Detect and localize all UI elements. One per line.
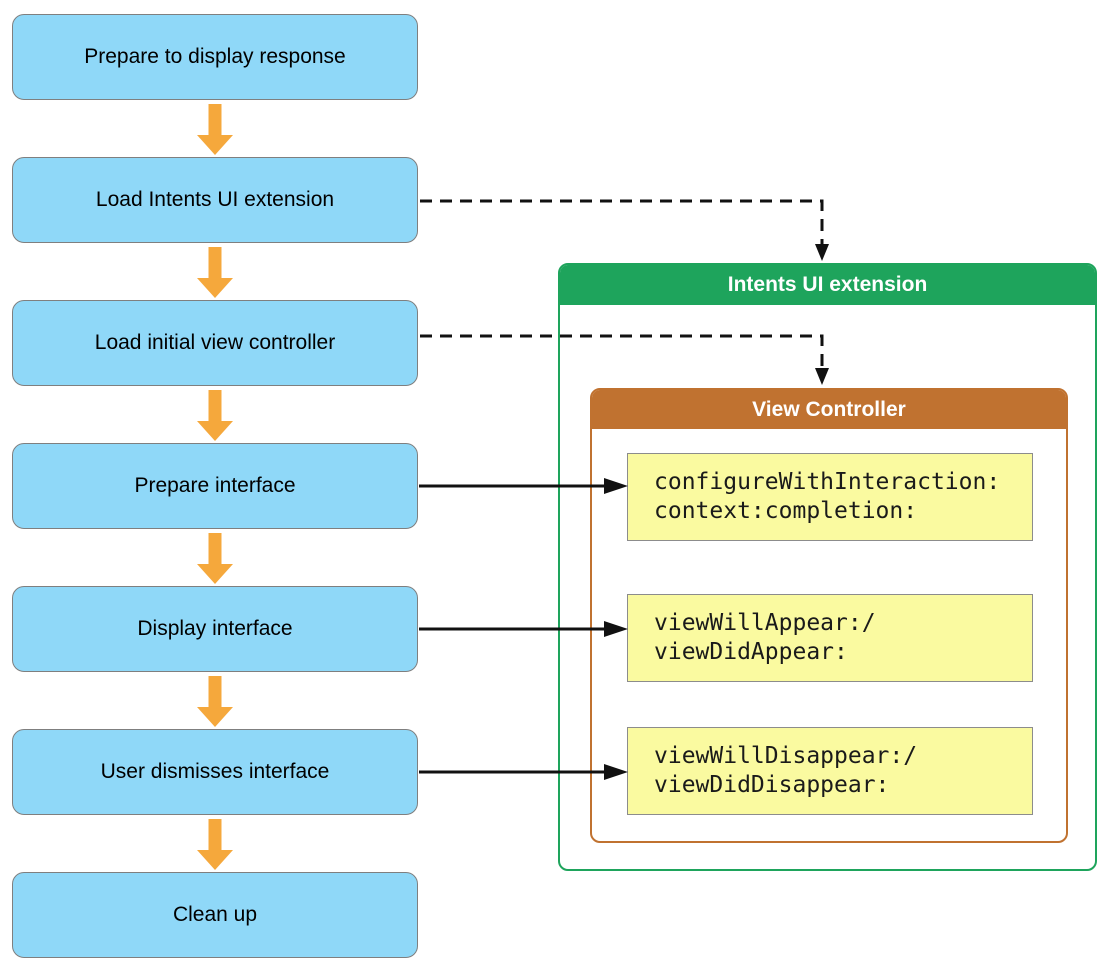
method-box-view-will-appear: viewWillAppear:/ viewDidAppear: [627,594,1033,682]
method-box-view-will-disappear: viewWillDisappear:/ viewDidDisappear: [627,727,1033,815]
intents-ui-extension-header: Intents UI extension [560,265,1095,305]
flow-step-load-initial-view-controller: Load initial view controller [12,300,418,386]
flow-step-prepare-interface: Prepare interface [12,443,418,529]
method-line: configureWithInteraction: [654,469,1001,495]
flow-step-label: User dismisses interface [100,760,330,783]
method-line: viewDidAppear: [654,639,848,665]
view-controller-header: View Controller [592,390,1066,429]
flow-step-prepare-to-display-response: Prepare to display response [12,14,418,100]
method-box-configure-with-interaction: configureWithInteraction: context:comple… [627,453,1033,541]
method-line: viewDidDisappear: [654,772,890,798]
intents-ui-extension-title: Intents UI extension [727,273,928,296]
intents-ui-extension-panel: Intents UI extension View Controller con… [558,263,1097,871]
method-line: viewWillDisappear:/ [654,743,918,769]
method-line: context:completion: [654,498,918,524]
flow-step-label: Clean up [172,903,258,926]
flow-step-label: Load Intents UI extension [95,188,335,211]
flow-step-label: Prepare interface [134,474,296,497]
flow-step-label: Display interface [137,617,293,640]
flow-arrow-3 [197,390,233,441]
flow-step-user-dismisses-interface: User dismisses interface [12,729,418,815]
method-line: viewWillAppear:/ [654,610,876,636]
flow-arrow-1 [197,104,233,155]
flow-arrow-6 [197,819,233,870]
flow-arrow-2 [197,247,233,298]
flow-step-clean-up: Clean up [12,872,418,958]
flow-step-display-interface: Display interface [12,586,418,672]
flow-step-label: Load initial view controller [94,331,336,354]
dashed-connector-load-extension [420,199,829,261]
view-controller-title: View Controller [752,397,906,421]
flow-arrow-4 [197,533,233,584]
flow-step-load-intents-ui-extension: Load Intents UI extension [12,157,418,243]
flow-arrow-5 [197,676,233,727]
flow-step-label: Prepare to display response [84,45,346,68]
view-controller-panel: View Controller configureWithInteraction… [590,388,1068,843]
